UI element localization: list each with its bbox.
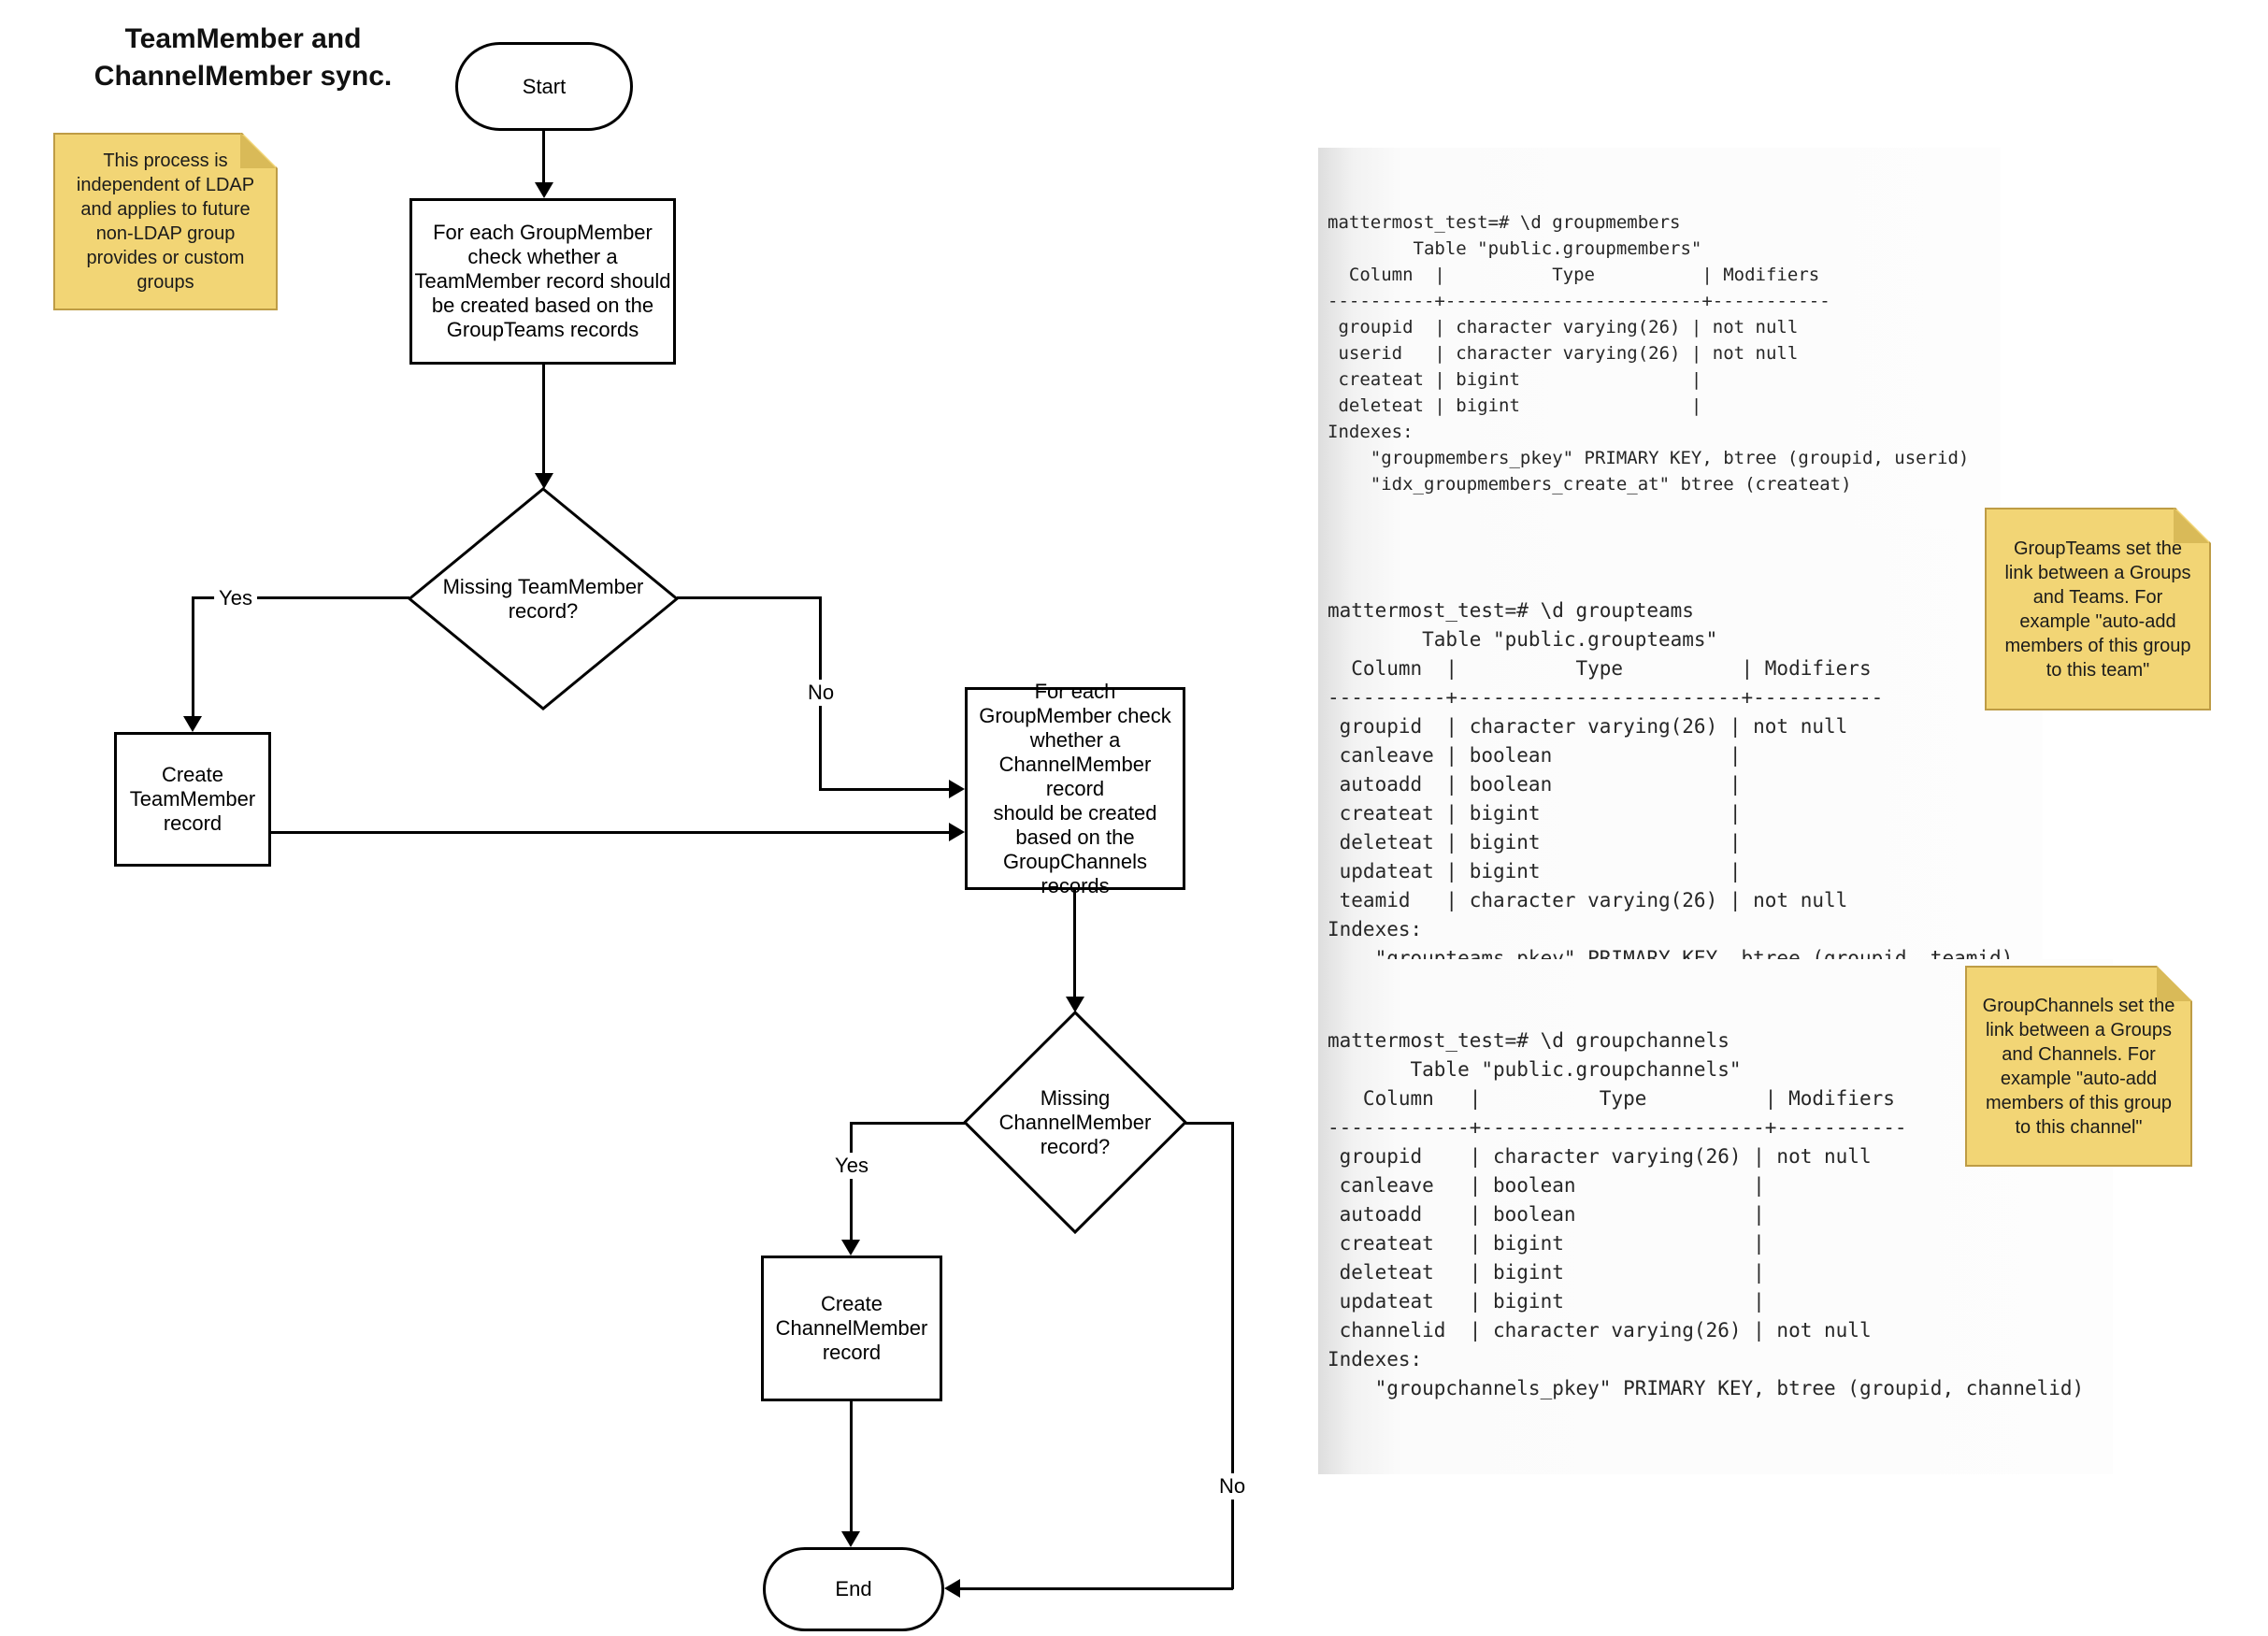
code-snippet-groupmembers: mattermost_test=# \d groupmembers Table …: [1318, 148, 2001, 563]
edge-label-no: No: [1213, 1473, 1251, 1500]
flow-decision-missing-teammember: Missing TeamMember record?: [408, 487, 679, 710]
arrowhead-icon: [949, 823, 965, 841]
flow-process-channelmember-check: For each GroupMember check whether a Cha…: [965, 680, 1185, 897]
flow-start-node: Start: [455, 42, 633, 131]
code-text: mattermost_test=# \d groupteams Table "p…: [1328, 599, 2014, 969]
arrowhead-icon: [535, 182, 553, 198]
code-text: mattermost_test=# \d groupchannels Table…: [1328, 1029, 2085, 1399]
edge-decision1-yes-v: [192, 596, 194, 717]
arrowhead-icon: [944, 1579, 960, 1598]
edge-teamcheck-to-decision1: [542, 365, 545, 474]
edge-decision2-no-h2: [959, 1587, 1233, 1590]
edge-label-yes: Yes: [830, 1153, 873, 1179]
edge-channelcheck-to-decision2: [1073, 890, 1076, 997]
edge-label-no: No: [802, 680, 840, 706]
edge-label-yes: Yes: [214, 585, 257, 611]
arrowhead-icon: [1066, 997, 1084, 1012]
edge-createchannel-to-end: [850, 1401, 853, 1532]
edge-createteam-to-channelcheck: [271, 831, 950, 834]
decision-label: Missing TeamMember record?: [442, 574, 644, 623]
arrowhead-icon: [535, 473, 553, 489]
arrowhead-icon: [949, 780, 965, 798]
edge-decision2-no-h1: [1185, 1122, 1234, 1125]
sticky-note-groupteams: GroupTeams set the link between a Groups…: [1985, 508, 2211, 710]
arrowhead-icon: [841, 1531, 860, 1547]
edge-decision2-no-v: [1231, 1122, 1234, 1589]
page-title: TeamMember and ChannelMember sync.: [93, 23, 393, 92]
flow-process-create-teammember: Create TeamMember record: [114, 732, 271, 867]
sticky-note-groupchannels: GroupChannels set the link between a Gro…: [1965, 966, 2192, 1167]
edge-decision1-yes-h: [193, 596, 409, 599]
sticky-note-fold-icon: [2157, 966, 2192, 1001]
edge-decision1-no-h2: [819, 788, 950, 791]
arrowhead-icon: [841, 1240, 860, 1256]
decision-label: Missing ChannelMember record?: [998, 1085, 1152, 1158]
flow-process-teammember-check: For each GroupMember check whether a Tea…: [409, 198, 676, 365]
edge-decision2-yes-v: [850, 1122, 853, 1241]
code-text: mattermost_test=# \d groupmembers Table …: [1328, 212, 1970, 495]
edge-start-to-teamcheck: [542, 131, 545, 185]
flow-process-create-channelmember: Create ChannelMember record: [761, 1256, 942, 1401]
flow-decision-missing-channelmember: Missing ChannelMember record?: [963, 1011, 1187, 1234]
arrowhead-icon: [183, 716, 202, 732]
flow-end-node: End: [763, 1547, 944, 1631]
edge-decision1-no-h1: [677, 596, 821, 599]
edge-decision2-yes-h: [852, 1122, 965, 1125]
